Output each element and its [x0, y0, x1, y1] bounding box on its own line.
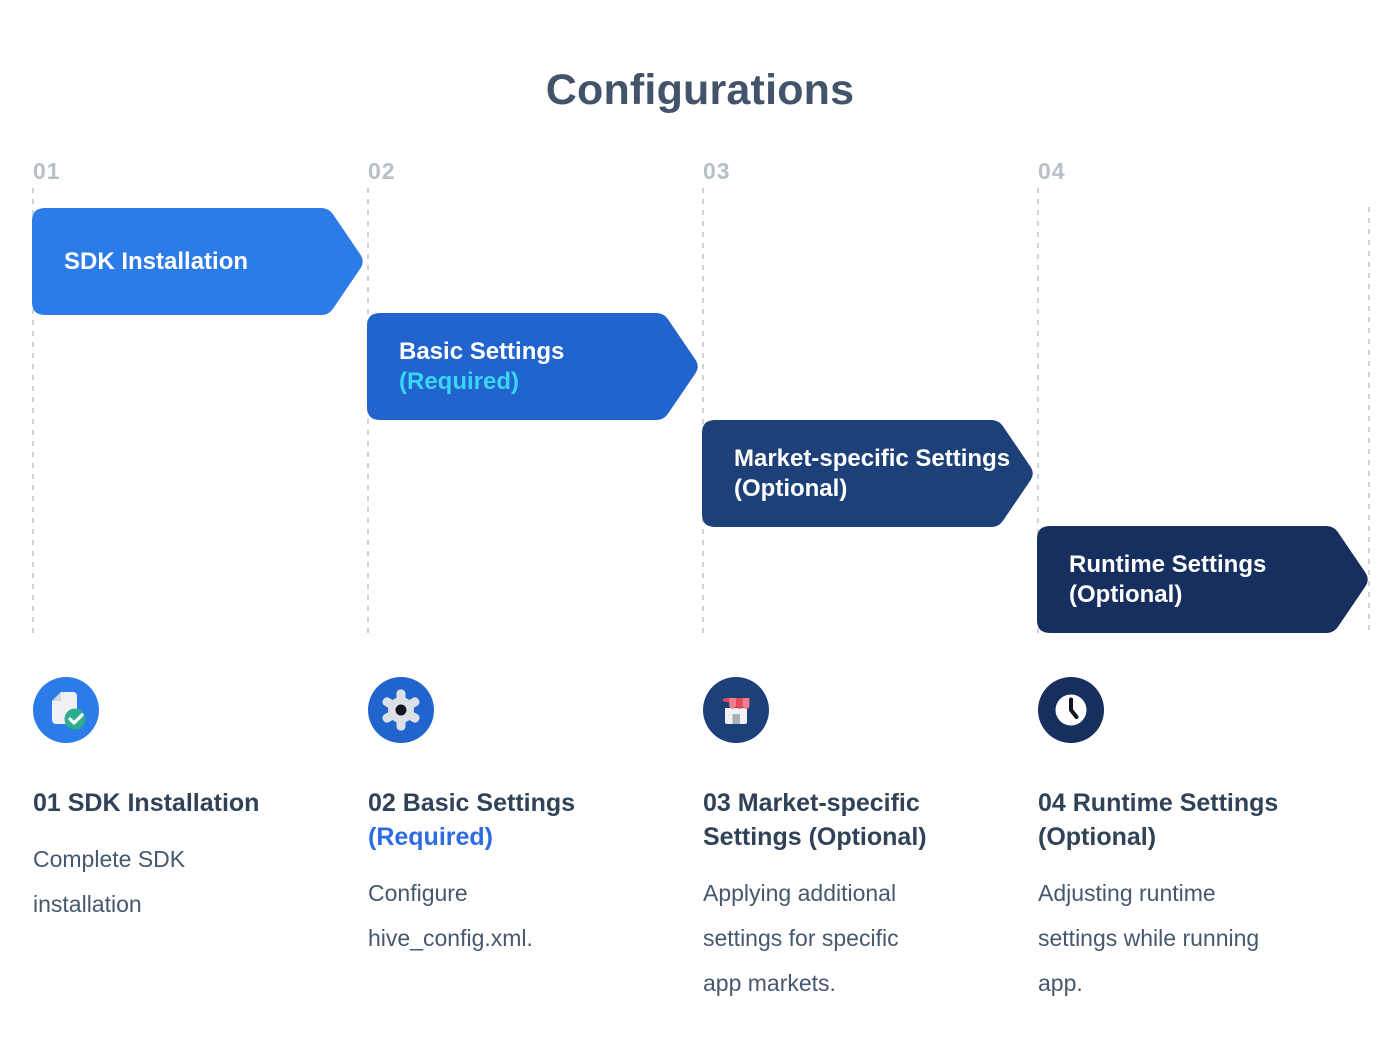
timeline-divider	[1368, 207, 1370, 634]
step-description: Configure hive_config.xml.	[368, 880, 533, 951]
banner-market-specific-settings: Market-specific Settings (Optional)	[702, 420, 1035, 527]
step-number-02: 02	[368, 158, 396, 184]
arrow-ribbon-shape	[32, 208, 363, 315]
banner-line1: SDK Installation	[64, 247, 249, 275]
banner-line1: Basic Settings	[399, 337, 565, 365]
step-heading-line2-required: (Required)	[368, 823, 493, 851]
step-heading: 03 Market-specific Settings (Optional)	[703, 786, 1027, 854]
banner-basic-settings: Basic Settings (Required)	[367, 313, 700, 420]
step-heading-line1: 03 Market-specific	[703, 789, 920, 817]
page-title: Configurations	[545, 66, 855, 114]
step-heading-line1: 04 Runtime Settings	[1038, 789, 1279, 817]
storefront-icon	[703, 677, 769, 743]
timeline-divider	[32, 188, 34, 634]
arrow-ribbon-shape	[367, 313, 698, 420]
banner-line2: (Optional)	[1069, 580, 1183, 608]
banner-line2-required: (Required)	[399, 367, 519, 395]
step-info-runtime-settings: 04 Runtime Settings (Optional) Adjusting…	[1038, 786, 1362, 1006]
step-heading: 02 Basic Settings (Required)	[368, 786, 692, 854]
banner-line1: Runtime Settings	[1069, 550, 1267, 578]
clock-icon	[1038, 677, 1104, 743]
banner-runtime-settings: Runtime Settings (Optional)	[1037, 526, 1370, 633]
arrow-ribbon-shape	[702, 420, 1033, 527]
step-number-01: 01	[33, 158, 61, 184]
timeline-divider	[1037, 188, 1039, 634]
step-number-04: 04	[1038, 158, 1066, 184]
step-heading: 01 SDK Installation	[33, 786, 357, 820]
banner-line2: (Optional)	[734, 474, 848, 502]
banner-label: Basic Settings (Required)	[399, 337, 564, 397]
banner-label: Market-specific Settings (Optional)	[734, 444, 1010, 504]
step-heading-line1: 01 SDK Installation	[33, 789, 260, 817]
step-number-03: 03	[703, 158, 731, 184]
banner-line1: Market-specific Settings	[734, 444, 1011, 472]
step-heading-line1: 02 Basic Settings	[368, 789, 576, 817]
arrow-ribbon-shape	[1037, 526, 1368, 633]
step-description: Applying additional settings for specifi…	[703, 880, 899, 996]
step-heading: 04 Runtime Settings (Optional)	[1038, 786, 1362, 854]
banner-label: SDK Installation	[64, 247, 248, 277]
step-description: Adjusting runtime settings while running…	[1038, 880, 1260, 996]
banner-sdk-installation: SDK Installation	[32, 208, 365, 315]
step-description: Complete SDK installation	[33, 846, 186, 917]
document-check-icon	[33, 677, 99, 743]
gear-icon	[368, 677, 434, 743]
step-info-market-specific-settings: 03 Market-specific Settings (Optional) A…	[703, 786, 1027, 1006]
step-info-basic-settings: 02 Basic Settings (Required) Configure h…	[368, 786, 692, 961]
banner-label: Runtime Settings (Optional)	[1069, 550, 1266, 610]
step-heading-line2: (Optional)	[1038, 823, 1157, 851]
timeline-divider	[702, 188, 704, 634]
step-heading-line2: Settings (Optional)	[703, 823, 927, 851]
step-info-sdk-installation: 01 SDK Installation Complete SDK install…	[33, 786, 357, 927]
